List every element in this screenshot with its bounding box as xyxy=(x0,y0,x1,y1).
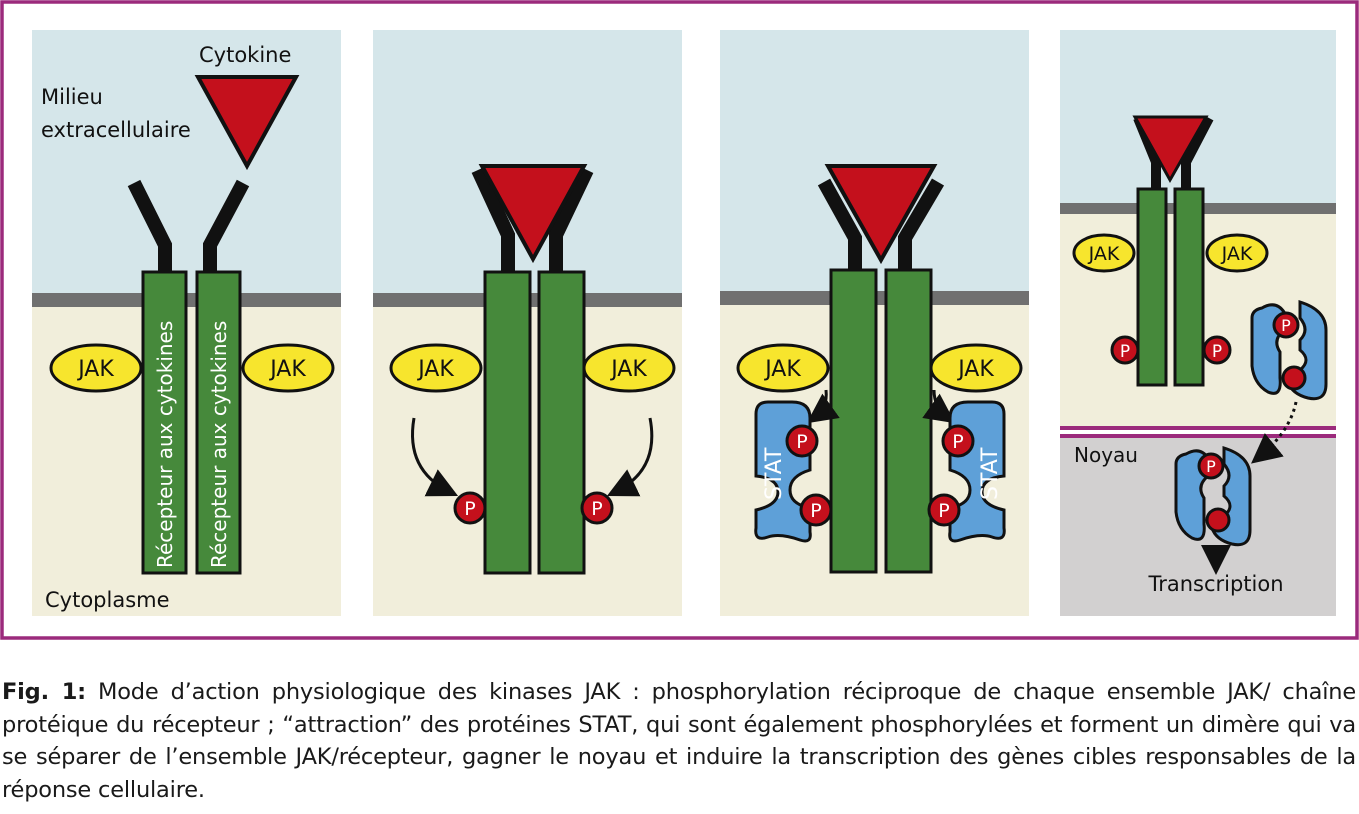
panel-1: Récepteur aux cytokines Récepteur aux cy… xyxy=(32,30,341,616)
phosphate-stat-right: P xyxy=(941,424,975,458)
phosphate-stat-left: P xyxy=(785,424,819,458)
receptor-arm-left xyxy=(127,179,172,272)
jak-right: JAK xyxy=(582,343,676,393)
cytokine-triangle xyxy=(1132,115,1209,184)
jak-stat-figure: Récepteur aux cytokines Récepteur aux cy… xyxy=(0,0,1359,640)
nuclear-membrane-inner xyxy=(1060,434,1336,438)
milieu-label-line1: Milieu xyxy=(41,85,103,109)
nucleus-label: Noyau xyxy=(1074,443,1138,467)
stat-left-label: STAT xyxy=(762,447,787,500)
jak-right-label: JAK xyxy=(956,357,994,382)
extracellular-zone xyxy=(32,30,341,293)
jak-right: JAK xyxy=(929,343,1023,393)
stat-right-label: STAT xyxy=(978,447,1003,500)
receptor-chain-right xyxy=(1173,187,1205,387)
panel-3: JAK JAK STAT STAT P P P xyxy=(720,30,1029,616)
caption-text: Mode d’action physiologique des kinases … xyxy=(2,679,1356,803)
phosphate-receptor-left-label: P xyxy=(810,500,821,522)
phosphate-dimer-top-label: P xyxy=(1281,316,1291,335)
jak-left-label: JAK xyxy=(76,357,114,382)
jak-right: JAK xyxy=(241,343,335,393)
cytokine-triangle xyxy=(824,164,938,265)
phosphorylation-arrow-left xyxy=(411,417,459,497)
jak-right-label: JAK xyxy=(268,357,306,382)
figure-caption: Fig. 1: Mode d’action physiologique des … xyxy=(2,676,1356,806)
receptor-label-left: Récepteur aux cytokines xyxy=(153,321,177,568)
transcription-label: Transcription xyxy=(1147,572,1283,596)
jak-right-label: JAK xyxy=(609,357,647,382)
phosphate-right: P xyxy=(580,491,614,525)
jak-to-stat-arrow-right xyxy=(922,389,956,424)
stat-protein-left: STAT xyxy=(754,400,812,543)
cytokine-triangle xyxy=(194,75,300,171)
jak-left-label: JAK xyxy=(416,357,454,382)
receptor-chain-left xyxy=(1136,187,1168,387)
jak-left: JAK xyxy=(49,343,143,393)
jak-right: JAK xyxy=(1205,233,1269,273)
phosphate-receptor-right-label: P xyxy=(938,500,949,522)
receptor-arm-right xyxy=(203,179,250,272)
phosphate-left: P xyxy=(1110,335,1140,365)
receptor-chain-left xyxy=(829,268,878,574)
jak-left: JAK xyxy=(736,343,830,393)
phosphate-dimer-nucleus-label: P xyxy=(1206,457,1216,476)
stat-dimer-cytoplasm: P xyxy=(1250,299,1328,401)
receptor-chain-right xyxy=(884,268,933,574)
receptor-arm-right xyxy=(549,166,594,272)
phosphate-stat-left-label: P xyxy=(796,431,807,453)
cytokine-triangle xyxy=(478,164,588,264)
caption-label: Fig. 1: xyxy=(2,679,86,705)
receptor-arm-left xyxy=(471,167,515,272)
receptor-arm-right xyxy=(1181,115,1214,190)
panel-4: JAK JAK P P P Noyau P xyxy=(1060,30,1336,616)
phosphate-stat-right-label: P xyxy=(952,431,963,453)
phosphate-receptor-right: P xyxy=(927,493,961,527)
milieu-label-line2: extracellulaire xyxy=(41,118,191,142)
panel-2: JAK JAK P P xyxy=(373,30,682,616)
phosphate-receptor-left: P xyxy=(799,493,833,527)
receptor-arm-left xyxy=(817,178,862,270)
jak-right-label: JAK xyxy=(1221,243,1253,265)
receptor-label-right: Récepteur aux cytokines xyxy=(207,321,231,568)
receptor-chain-left xyxy=(483,270,532,575)
jak-left-label: JAK xyxy=(1088,243,1120,265)
jak-left: JAK xyxy=(1072,233,1136,273)
phosphate-right: P xyxy=(1202,335,1232,365)
cytoplasm-label: Cytoplasme xyxy=(45,588,170,612)
extracellular-zone xyxy=(373,30,682,293)
extracellular-zone xyxy=(720,30,1029,292)
receptor-chain-right xyxy=(537,270,586,575)
receptor-arm-right xyxy=(898,178,945,270)
phosphate-left-label: P xyxy=(1120,342,1130,362)
stat-dimer-nucleus: P xyxy=(1174,445,1252,547)
nuclear-membrane-outer xyxy=(1060,426,1336,430)
phosphorylation-arrow-right xyxy=(606,417,654,497)
jak-left: JAK xyxy=(389,343,483,393)
cytokine-label: Cytokine xyxy=(199,43,291,67)
phosphate-right-label: P xyxy=(591,498,602,520)
receptor-chain-right xyxy=(195,270,242,575)
jak-to-stat-arrow-left xyxy=(806,389,840,424)
phosphate-right-label: P xyxy=(1212,342,1222,362)
stat-protein-right: STAT xyxy=(948,400,1006,543)
jak-left-label: JAK xyxy=(763,357,801,382)
receptor-chain-left xyxy=(141,270,188,575)
phosphate-left: P xyxy=(453,491,487,525)
phosphate-left-label: P xyxy=(464,498,475,520)
